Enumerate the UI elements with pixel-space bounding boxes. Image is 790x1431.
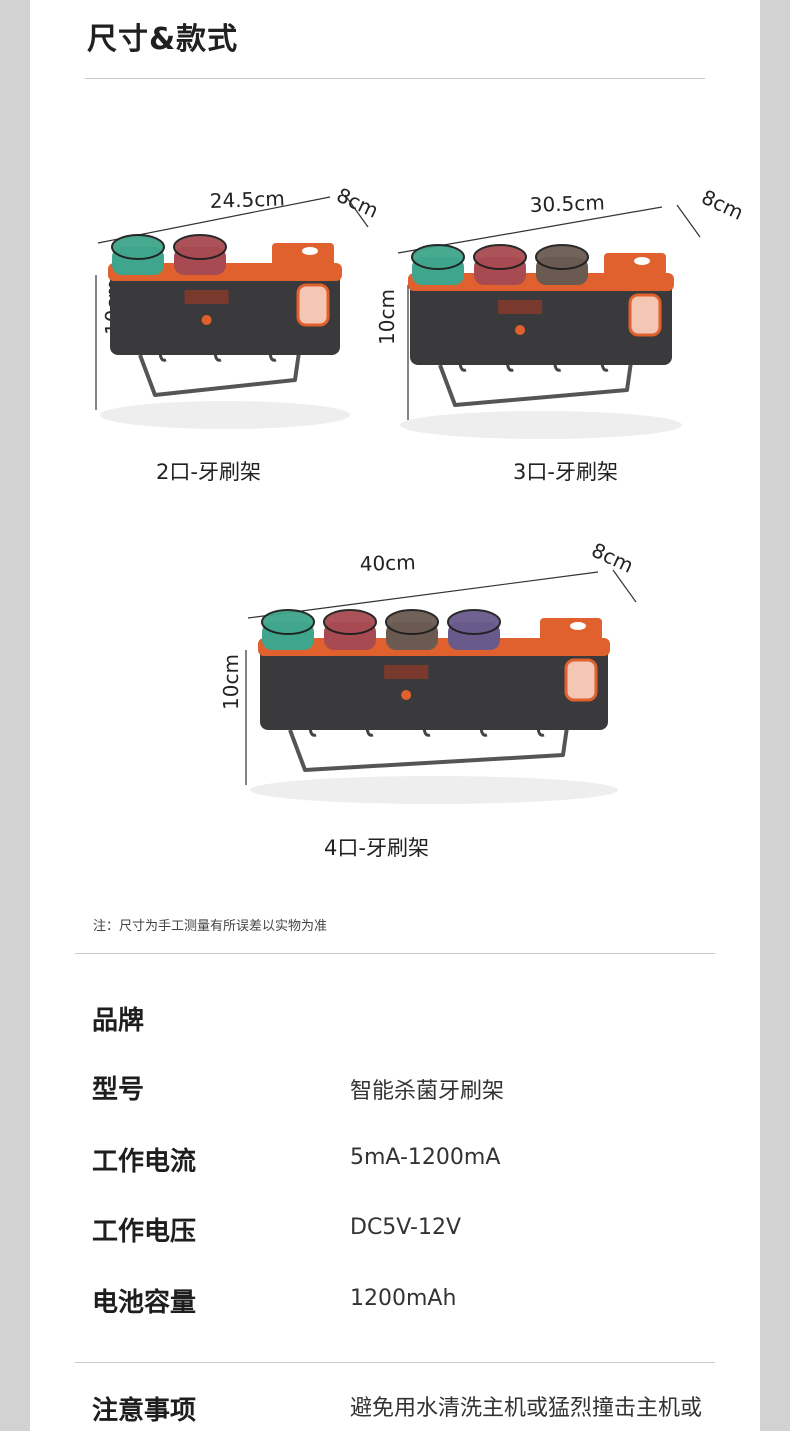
product-detail-page: 尺寸&款式 24.5cm 8cm 10cm 2口-牙刷架 30.5cm 8cm 10cm… [30,0,760,1431]
depth-dimension-line [344,194,369,228]
cup-lid [411,244,465,270]
holder-body [110,270,340,355]
spec-value: 5mA-1200mA [350,1145,501,1170]
spec-value: DC5V-12V [350,1215,462,1240]
cup-lid [261,609,315,635]
cup-lid [385,609,439,635]
dispenser-box [272,243,334,273]
spec-divider-bottom [75,1362,715,1363]
dispenser-box [604,253,666,283]
power-button [401,690,412,700]
paste-window [628,293,662,337]
power-button [201,315,212,325]
paste-window [564,658,598,702]
width-dimension-label: 30.5cm [529,190,605,217]
height-dimension-label: 10cm [219,654,243,710]
width-dimension-line [247,571,599,619]
product-shadow [100,401,350,429]
display-panel [184,290,229,304]
width-dimension-label: 40cm [359,550,416,576]
spec-value: 避免用水清洗主机或猛烈撞击主机或 [350,1396,703,1421]
holder-body [410,280,672,365]
dispenser-cap [634,257,650,265]
spec-row-model: 型号 智能杀菌牙刷架 [92,1069,732,1109]
spec-row-voltage: 工作电压 DC5V-12V [92,1211,732,1251]
spec-row-caution: 注意事项 避免用水清洗主机或猛烈撞击主机或 [92,1390,732,1430]
cup-lid [535,244,589,270]
product-label-4-cup: 4口-牙刷架 [324,836,429,860]
depth-dimension-line [612,569,637,603]
holder-body [260,645,608,730]
section-title: 尺寸&款式 [87,22,239,57]
spec-value: 智能杀菌牙刷架 [350,1079,505,1104]
height-dimension-label: 10cm [375,289,399,345]
spec-label: 工作电压 [92,1217,197,1247]
cup-lid [447,609,501,635]
spec-label: 型号 [92,1075,145,1105]
width-dimension-label: 24.5cm [209,186,285,213]
cup-lid [473,244,527,270]
product-3-cup: 30.5cm 8cm 10cm [375,170,747,440]
towel-bar [438,354,634,407]
dispenser-cap [570,622,586,630]
towel-bar [138,344,302,397]
product-shadow [250,776,618,804]
spec-label: 工作电流 [92,1147,197,1177]
spec-label: 品牌 [92,1006,145,1036]
spec-divider-top [75,953,715,954]
title-divider [85,78,705,79]
paste-window [296,283,330,327]
measurement-note: 注：尺寸为手工测量有所误差以实物为准 [93,919,328,934]
display-panel [384,665,429,679]
towel-bar [288,719,570,772]
spec-row-current: 工作电流 5mA-1200mA [92,1141,732,1181]
spec-row-brand: 品牌 [92,1000,732,1040]
spec-value: 1200mAh [350,1286,457,1311]
cup-lid [323,609,377,635]
product-3-cup-illustration: 30.5cm 8cm 10cm [375,185,747,439]
spec-row-battery: 电池容量 1200mAh [92,1282,732,1322]
spec-label: 注意事项 [92,1396,197,1426]
cup-lid [173,234,227,260]
depth-dimension-line [676,204,701,238]
product-shadow [400,411,682,439]
dispenser-box [540,618,602,648]
power-button [515,325,526,335]
depth-dimension-label: 8cm [698,185,747,225]
product-label-2-cup: 2口-牙刷架 [156,460,261,484]
cup-lid [111,234,165,260]
product-label-3-cup: 3口-牙刷架 [513,460,618,484]
spec-label: 电池容量 [92,1288,197,1318]
display-panel [498,300,543,314]
depth-dimension-label: 8cm [333,183,382,223]
dispenser-cap [302,247,318,255]
